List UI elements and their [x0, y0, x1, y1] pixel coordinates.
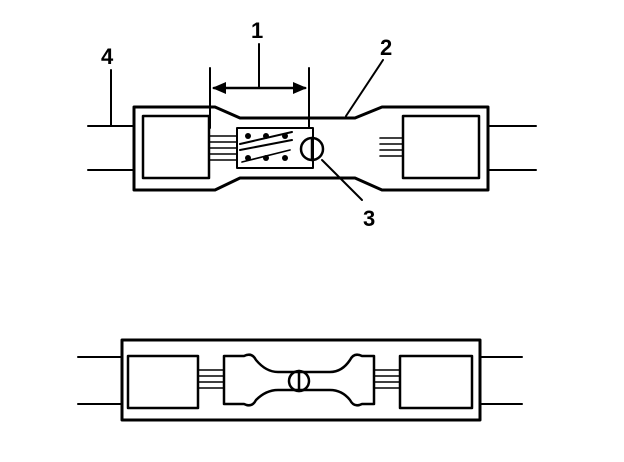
splice-after-crimp: [77, 338, 523, 422]
center-stop: [299, 136, 325, 162]
wire-left-crimped: [77, 356, 123, 405]
wire-right: [487, 125, 537, 171]
strands-right-crimped: [373, 369, 401, 389]
wire-left: [87, 125, 135, 171]
leader-2: [345, 59, 384, 117]
callout-1: 1: [251, 18, 263, 43]
insulation-right-crimped: [398, 354, 474, 410]
splice-before-crimp: [87, 43, 537, 201]
insulation-right: [401, 114, 481, 180]
callout-2: 2: [380, 35, 392, 60]
insulation-left: [141, 114, 211, 180]
center-stop-crimped: [287, 369, 311, 393]
crimped-barrel: [222, 353, 376, 407]
strands-left: [208, 135, 238, 161]
strands-right: [379, 137, 404, 157]
callout-3: 3: [363, 206, 375, 231]
outer-sleeve: [132, 105, 490, 192]
coil-strands: [239, 131, 293, 163]
outer-sleeve-crimped: [120, 338, 482, 422]
wire-right-crimped: [479, 356, 523, 405]
strands-left-crimped: [197, 369, 225, 389]
crimp-length-dimension: [209, 43, 310, 129]
leader-3: [321, 159, 363, 201]
callout-4: 4: [101, 44, 114, 69]
insulation-left-crimped: [126, 354, 200, 410]
